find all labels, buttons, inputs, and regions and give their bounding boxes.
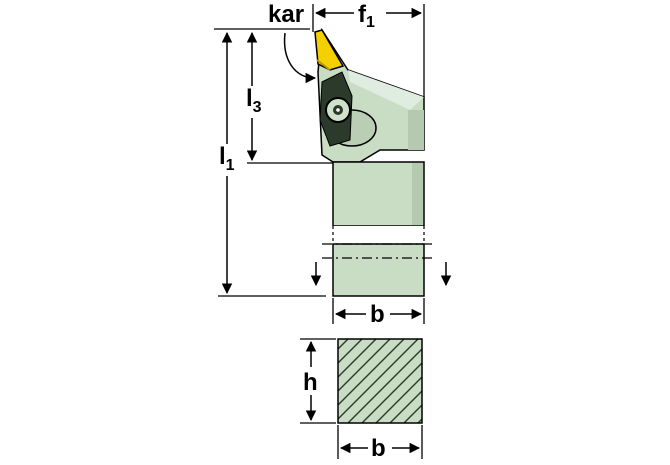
b-section-dimension: b [337, 425, 423, 462]
l3-label-bg [243, 86, 273, 118]
section-outline [337, 338, 423, 424]
section-hatching [338, 339, 422, 423]
cutting-insert [314, 29, 345, 71]
l3-dimension: l3 [240, 28, 333, 164]
section-fill [338, 339, 422, 423]
screw-hole [336, 108, 340, 112]
h-label: h [303, 369, 318, 396]
break-gap [330, 226, 427, 243]
b-side-label-bg [366, 300, 390, 326]
l1-label-bg [217, 144, 247, 176]
kar-label: kar [268, 1, 304, 28]
head-top-face [348, 70, 424, 110]
head-lower-block [408, 110, 424, 150]
clamp-assembly [319, 71, 377, 147]
b-section-label: b [371, 435, 386, 460]
kar-dimension: kar [262, 1, 317, 84]
h-label-bg [300, 367, 322, 395]
insert-edge [316, 59, 331, 71]
kar-angle-arc [283, 32, 317, 84]
shank-lower [332, 243, 425, 297]
l3-label: l3 [246, 85, 262, 116]
l1-label: l1 [219, 143, 235, 174]
shank-upper [332, 161, 425, 227]
h-dimension: h [300, 338, 336, 424]
shank [322, 161, 432, 297]
shank-upper-shade [412, 163, 423, 225]
cross-section [337, 338, 423, 424]
l1-dimension: l1 [214, 28, 326, 297]
f1-dimension: f1 [312, 1, 425, 97]
b-side-dimension: b [332, 298, 425, 328]
f1-label: f1 [358, 1, 375, 31]
b-section-label-bg [368, 434, 392, 460]
f1-label-bg [354, 1, 386, 27]
b-side-label: b [370, 301, 385, 328]
